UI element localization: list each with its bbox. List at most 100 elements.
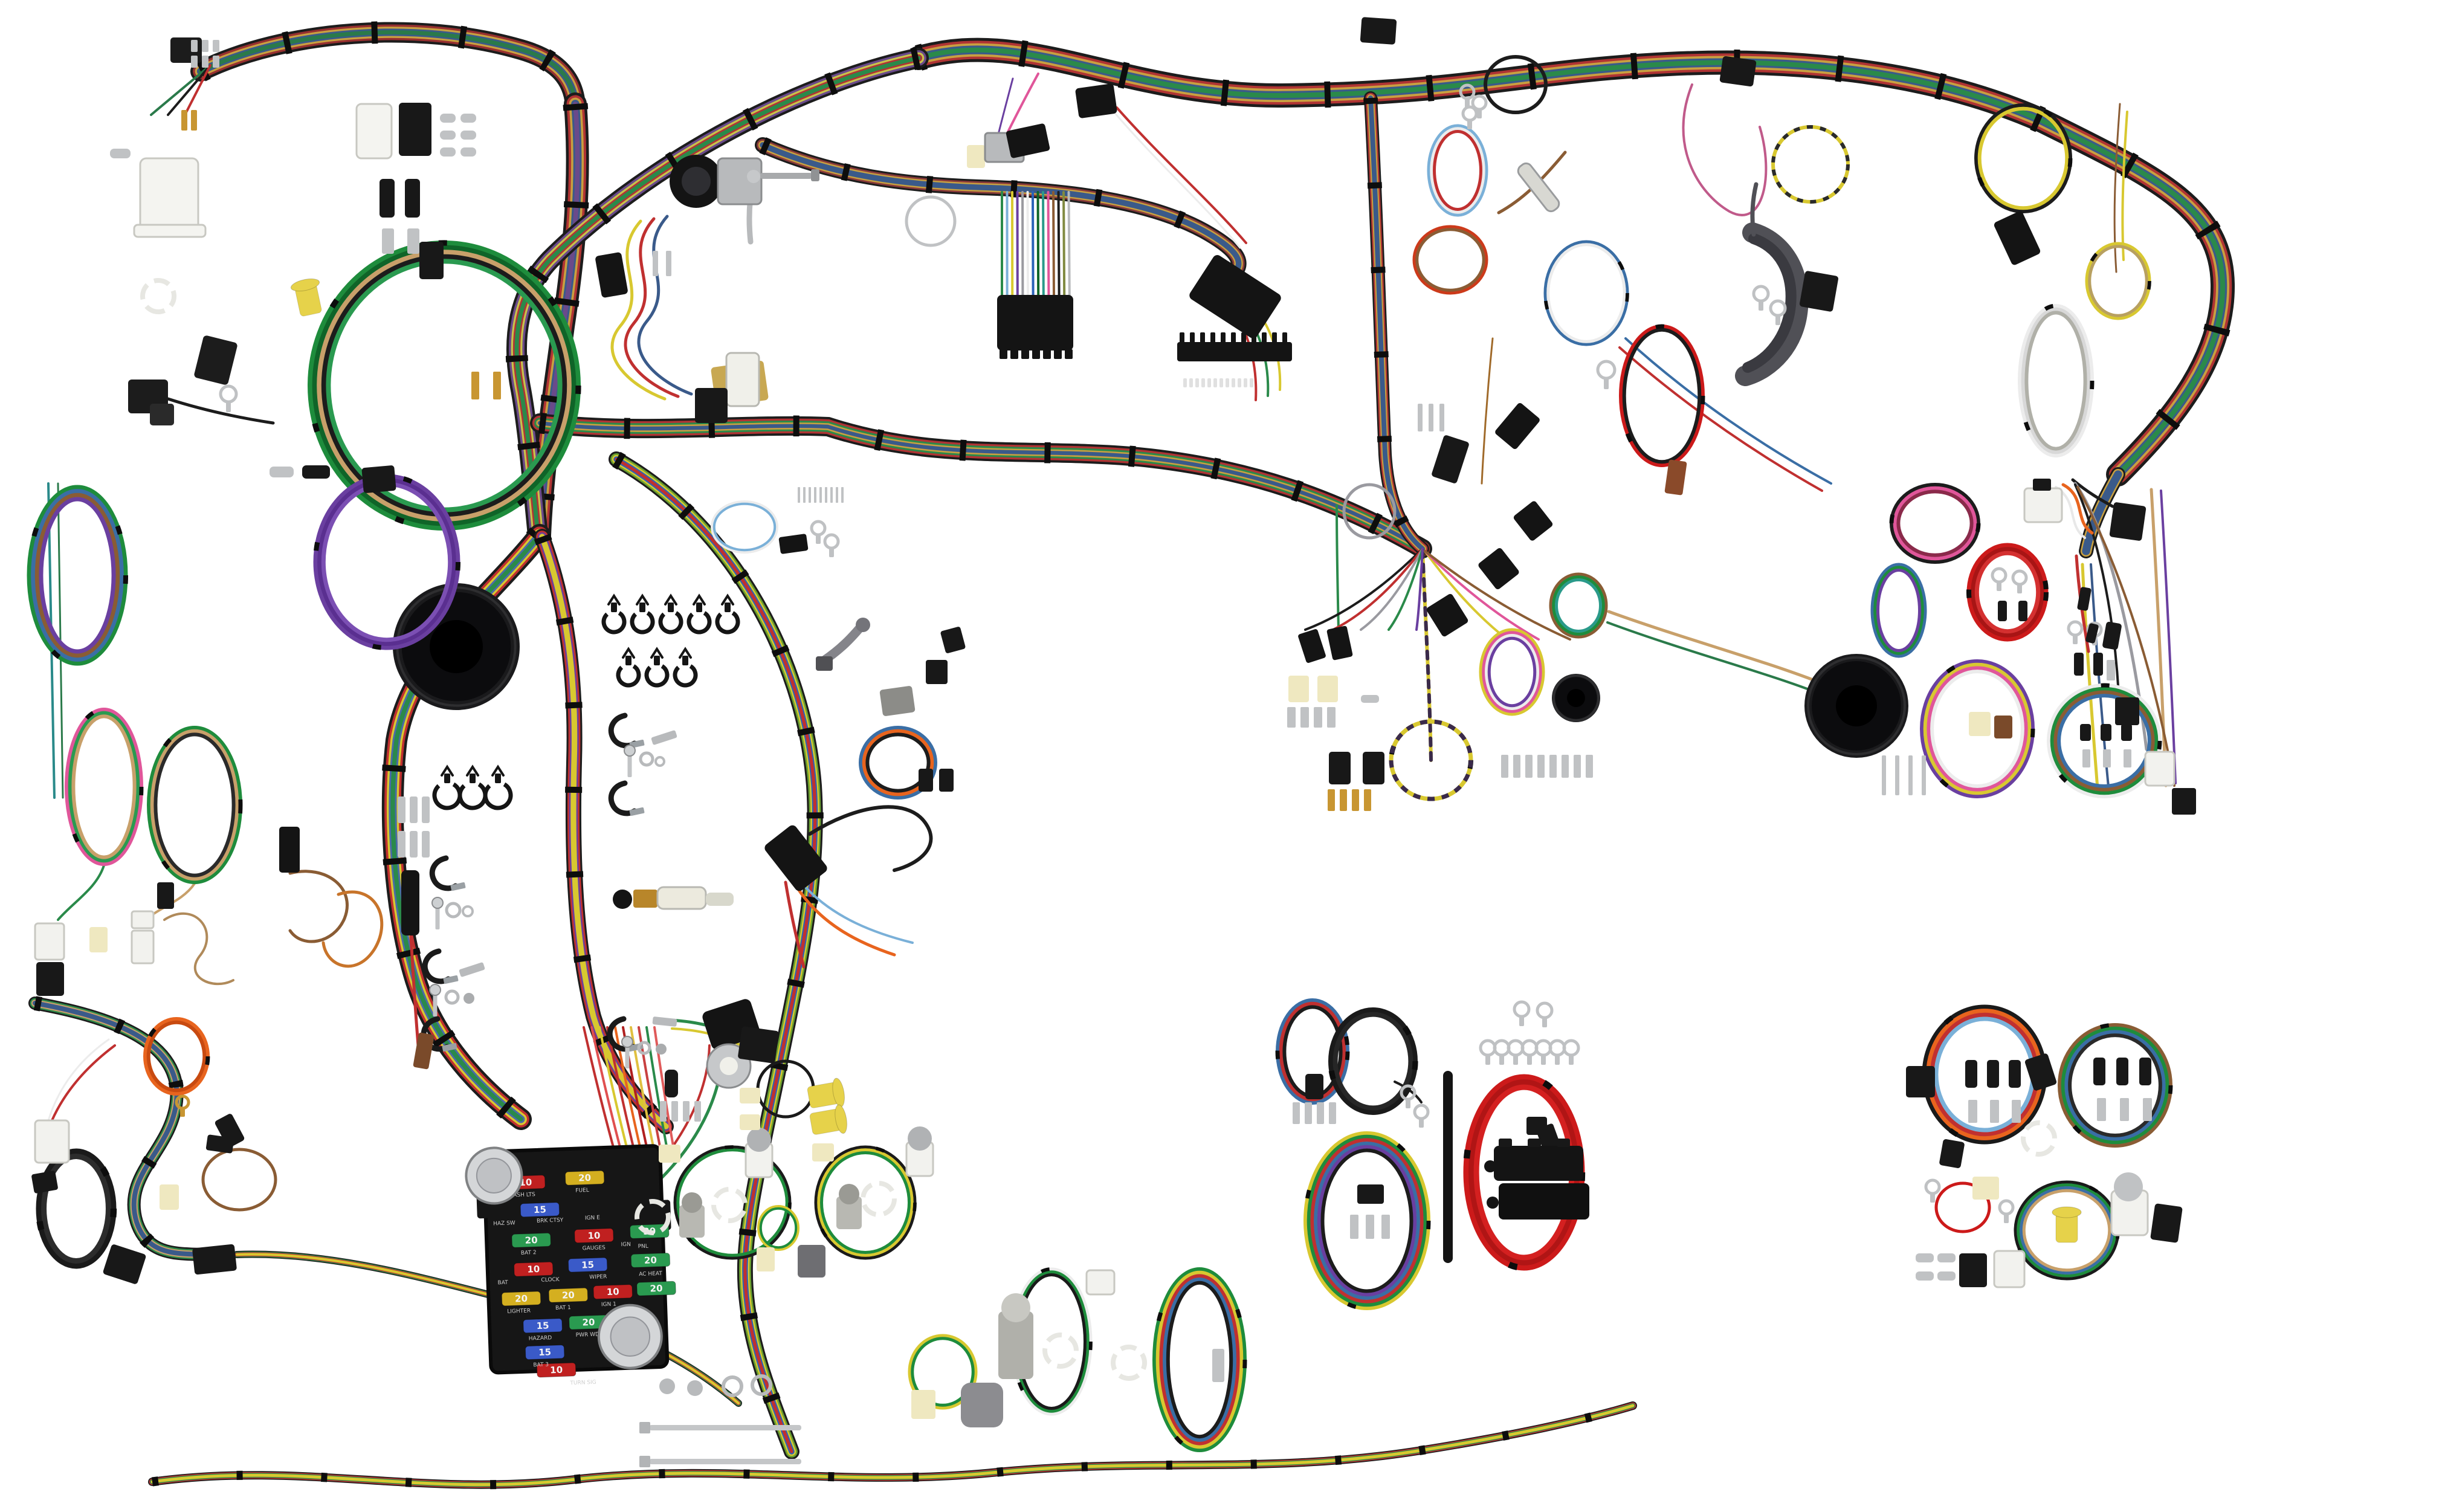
white-molex-connector xyxy=(2144,751,2176,787)
harness-clip-row xyxy=(644,662,670,688)
mounting-bolt-head xyxy=(639,1422,650,1433)
brown-connector xyxy=(1994,716,2012,738)
fusebox-wire-fan xyxy=(653,1026,675,1151)
terminal-row xyxy=(1381,1215,1390,1239)
fusebox-wire-fan xyxy=(630,1026,655,1151)
left-multi-coil xyxy=(34,493,120,658)
screw-shaft xyxy=(625,1043,630,1068)
harness-clip-row xyxy=(715,609,740,635)
bulkhead-teeth xyxy=(1054,349,1062,359)
ring-terminal-tail xyxy=(816,534,821,544)
ring-terminal-gold-tail xyxy=(180,1107,185,1117)
inline-connector xyxy=(1426,593,1468,637)
light-socket-gray xyxy=(836,1197,862,1229)
washer xyxy=(637,1041,651,1055)
heat-shrink-tube xyxy=(665,1070,678,1097)
black-connector xyxy=(1357,1184,1384,1204)
bullet-terminal-row xyxy=(440,147,456,157)
terminal-grid xyxy=(398,831,405,858)
harness-clip-row-barb xyxy=(693,593,706,606)
inline-boot xyxy=(2077,587,2092,611)
socket-collar xyxy=(682,1192,702,1213)
terminal-pair xyxy=(382,228,394,254)
white-wire-coil xyxy=(2021,307,2091,454)
blue-white-loop-a xyxy=(1430,127,1485,214)
cap-pair xyxy=(939,769,954,792)
dome-light-loop xyxy=(712,502,777,552)
headlight-switch-shaft xyxy=(760,173,812,179)
flag-terminal-row xyxy=(1537,755,1545,778)
relay-connector-white xyxy=(2023,487,2063,523)
brown-green-coil-br xyxy=(2068,1033,2162,1137)
harness-clip-row-head xyxy=(725,603,731,612)
green-tan-coil-tie xyxy=(146,725,243,885)
bottom-ribbon xyxy=(148,1401,1637,1489)
screw-shaft xyxy=(627,752,632,777)
ring-terminal xyxy=(1413,1103,1430,1120)
fuse-value: 20 xyxy=(644,1255,657,1266)
wedge-connector-pair xyxy=(1363,752,1384,784)
terminal-row xyxy=(1327,707,1336,728)
socket-collar xyxy=(2114,1172,2143,1201)
ring-terminal-tail xyxy=(1477,108,1482,118)
flag-terminal-row xyxy=(1562,755,1569,778)
pink-green-coil xyxy=(71,714,137,859)
harness-clip-row xyxy=(483,780,513,810)
flag-terminal-row xyxy=(1549,755,1557,778)
ring-lug-row xyxy=(1520,1039,1539,1057)
fusible-link-loop xyxy=(808,805,933,872)
purple-wire-coil-tie xyxy=(312,473,461,651)
harness-clip-row-barb xyxy=(721,593,734,606)
green-tan-coil xyxy=(150,729,239,881)
bottom-left-harness xyxy=(33,1001,227,1259)
multi-coil-center xyxy=(1487,636,1537,708)
harness-clip-row-barb xyxy=(466,764,479,777)
red-wire-coil xyxy=(1974,551,2041,634)
bulkhead-wire-fan xyxy=(1026,191,1029,297)
white-wire-coil xyxy=(2024,311,2087,451)
pin-row-nine xyxy=(841,487,844,503)
ring-terminal-tail xyxy=(1406,1098,1410,1108)
dome-light-loop xyxy=(711,500,778,554)
pink-wire-loop xyxy=(1682,83,1768,216)
ring-lug-tail xyxy=(1519,1015,1524,1026)
fuse-label: BAT 3 xyxy=(533,1362,549,1368)
harness-clip-row-barb xyxy=(607,593,621,606)
inline-boot xyxy=(2085,623,2099,644)
black-wire-coil-bl xyxy=(41,1154,111,1264)
blue-orange-coil xyxy=(865,732,931,793)
terminal-row xyxy=(2120,1098,2129,1121)
ring-lug-row xyxy=(1562,1039,1580,1057)
socket-collar xyxy=(747,1128,771,1152)
white-molex-connector xyxy=(1993,1250,2026,1288)
cream-connector xyxy=(740,1088,760,1103)
fan-to-grommet-tan xyxy=(1607,610,1840,692)
blue-red-coil-tie xyxy=(1275,998,1350,1105)
ring-terminal xyxy=(2011,569,2028,586)
right-fan-wire-c xyxy=(2074,483,2120,696)
flag-terminal-row xyxy=(1501,755,1508,778)
ring-terminal xyxy=(810,520,827,537)
test-probe-collar xyxy=(633,890,657,908)
light-socket-white xyxy=(1085,1269,1116,1296)
terminal-row xyxy=(2097,1098,2106,1121)
ring-terminal-tail xyxy=(1604,377,1609,389)
bullet-pin-row xyxy=(1429,404,1433,431)
pink-green-coil-tie xyxy=(64,707,144,867)
j-clamp xyxy=(608,780,638,816)
flag-terminal-row xyxy=(1293,1102,1300,1124)
ring-terminal-tail xyxy=(2073,634,2078,644)
socket-gasket xyxy=(2021,1120,2057,1157)
pin-row-four xyxy=(1922,755,1926,795)
pin-row-nine xyxy=(819,487,822,503)
black-connector xyxy=(940,627,966,653)
white-green-loop-c-tie xyxy=(1010,1267,1093,1416)
socket-collar xyxy=(839,1184,859,1204)
ring-terminal xyxy=(1461,105,1478,122)
cap-row xyxy=(2121,724,2132,741)
fuse-label: HAZ SW xyxy=(493,1220,515,1227)
white-wire-coil xyxy=(2018,304,2094,457)
pin-row-nine xyxy=(803,487,806,503)
backup-switch-roller xyxy=(720,1057,738,1075)
ring-lug-row-tail xyxy=(1499,1054,1504,1065)
